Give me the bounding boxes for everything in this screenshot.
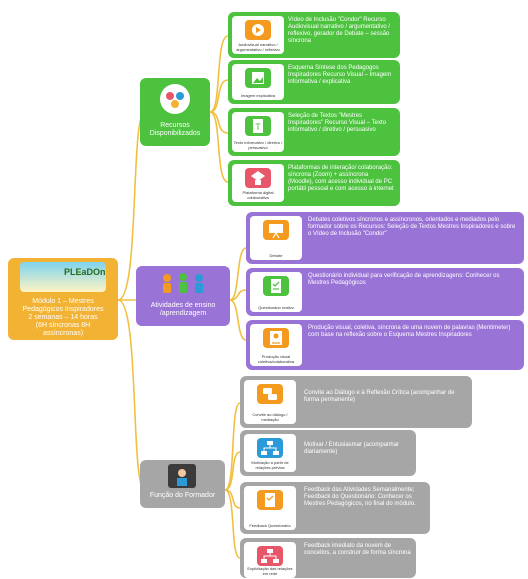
logo-text: PLEaDOn: [64, 267, 106, 277]
svg-text:T: T: [255, 122, 261, 132]
root-title-line: Pedagógicos Inspiradores: [22, 306, 104, 313]
leaf-text: Debates coletivos síncronos e assíncrono…: [308, 217, 516, 237]
leaf-text: Esquema Síntese dos Pedagogos Inspirador…: [288, 65, 392, 85]
leaf-text: Seleção de Textos "Mestres Inspiradores"…: [288, 113, 386, 133]
root-title-line: 2 semanas – 14 horas: [28, 314, 98, 321]
leaf-text: Convite ao Diálogo e à Reflexão Crítica …: [304, 390, 455, 403]
formador-leaf-convite: Convite ao diálogo / mediação Convite ao…: [240, 376, 472, 428]
network-icon: [257, 438, 283, 458]
leaf-card: Explicitação das relações em rede: [244, 542, 296, 578]
atividades-leaf-producao: Produção visual coletiva/colaborativa Pr…: [246, 320, 524, 370]
atividades-leaf-debate: Debate Debates coletivos síncronos e ass…: [246, 212, 524, 264]
card-caption: Debate: [269, 252, 283, 258]
leaf-text: Motivar / Entusiasmar (acompanhar diaria…: [304, 442, 400, 455]
root-title-line: Módulo 1 – Mestres: [32, 298, 94, 305]
leaf-card: Motivação a partir de relações prévias: [244, 434, 296, 472]
leaf-card: T Texto informativo / diretivo / persuas…: [232, 112, 284, 152]
leaf-card: Plataforma digital colaborativa: [232, 164, 284, 202]
checklist-icon: [263, 276, 289, 296]
teacher-icon: [168, 464, 196, 488]
platform-icon: [245, 168, 271, 188]
leaf-text: Vídeo de Inclusão "Condor" Recurso Audio…: [288, 17, 391, 44]
branch-atividades: Atividades de ensino /aprendizagem: [136, 266, 230, 326]
leaf-text: Feedback das Atividades Semanalmente; Fe…: [304, 487, 416, 507]
leaf-text: Questionário individual para verificação…: [308, 273, 500, 286]
leaf-card: Debate: [250, 216, 302, 260]
recursos-leaf-video: Audiovisual narrativo / argumentativo / …: [228, 12, 400, 58]
leaf-text: Feedback imediato da nuvem de conceitos,…: [304, 543, 411, 556]
card-caption: Explicitação das relações em rede: [247, 566, 293, 576]
text-document-icon: T: [245, 116, 271, 136]
branch-recursos: Recursos Disponibilizados: [140, 78, 210, 146]
card-caption: Audiovisual narrativo / argumentativo / …: [236, 42, 280, 52]
card-caption: Imagem explicativa: [240, 92, 276, 98]
leaf-card: Feedback Questionário: [244, 486, 296, 530]
branch-label-line: Atividades de ensino: [150, 302, 216, 309]
feedback-checklist-icon: [257, 490, 283, 510]
card-caption: Convite ao diálogo / mediação: [252, 412, 288, 422]
image-icon: [245, 68, 271, 88]
recursos-leaf-textos: T Texto informativo / diretivo / persuas…: [228, 108, 400, 156]
branch-label-line: Função do Formador: [149, 492, 216, 499]
people-puzzle-icon: [160, 84, 190, 114]
root-title-line: (6H síncronas 8H: [35, 322, 91, 329]
card-caption: Plataforma digital colaborativa: [242, 190, 274, 200]
formador-leaf-nuvem: Explicitação das relações em rede Feedba…: [240, 538, 416, 578]
formador-leaf-motivar: Motivação a partir de relações prévias M…: [240, 430, 416, 476]
network-relations-icon: [257, 546, 283, 566]
leaf-card: Convite ao diálogo / mediação: [244, 380, 296, 424]
branch-label-line: Recursos: [160, 122, 190, 129]
dialogue-icon: [257, 384, 283, 404]
visual-production-icon: [263, 328, 289, 348]
recursos-leaf-plataformas: Plataforma digital colaborativa Platafor…: [228, 160, 400, 206]
video-play-icon: [245, 20, 271, 40]
leaf-card: Audiovisual narrativo / argumentativo / …: [232, 16, 284, 54]
presentation-icon: [263, 220, 289, 240]
root-title-line: assíncronas): [42, 330, 84, 337]
card-caption: Produção visual coletiva/colaborativa: [257, 354, 295, 364]
pleadon-logo: PLEaDOn: [20, 262, 106, 292]
card-caption: Feedback Questionário: [249, 522, 291, 528]
branch-label-line: /aprendizagem: [159, 310, 207, 317]
leaf-text: Plataformas de interação/ colaboração: s…: [288, 165, 394, 192]
card-caption: Questionário reativo: [258, 304, 294, 310]
card-caption: Motivação a partir de relações prévias: [251, 460, 289, 470]
leaf-card: Produção visual coletiva/colaborativa: [250, 324, 302, 366]
branch-formador: Função do Formador: [140, 460, 225, 508]
recursos-leaf-esquema: Imagem explicativa Esquema Síntese dos P…: [228, 60, 400, 104]
card-caption: Texto informativo / diretivo / persuasiv…: [233, 140, 283, 150]
root-node: PLEaDOn Módulo 1 – Mestres Pedagógicos I…: [8, 258, 118, 340]
leaf-card: Questionário reativo: [250, 272, 302, 312]
leaf-text: Produção visual, coletiva, síncrona de u…: [308, 325, 511, 338]
atividades-leaf-questionario: Questionário reativo Questionário indivi…: [246, 268, 524, 316]
formador-leaf-feedback: Feedback Questionário Feedback das Ativi…: [240, 482, 430, 534]
people-group-icon: [158, 270, 208, 296]
branch-label-line: Disponibilizados: [149, 130, 201, 137]
leaf-card: Imagem explicativa: [232, 64, 284, 100]
